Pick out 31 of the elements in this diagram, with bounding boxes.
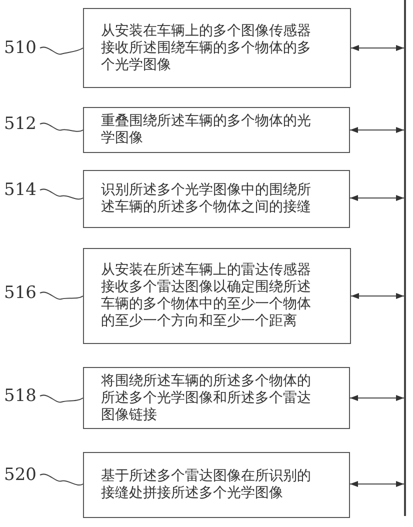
leader-line xyxy=(40,292,84,300)
leader-line xyxy=(40,46,84,55)
step-number: 516 xyxy=(4,283,38,303)
process-box xyxy=(83,107,350,153)
bus-line xyxy=(404,0,406,516)
double-arrow xyxy=(350,395,404,401)
double-arrow xyxy=(350,195,404,201)
leader-line xyxy=(40,122,84,132)
leader-line xyxy=(40,188,84,200)
process-box xyxy=(83,248,351,344)
leader-line xyxy=(40,394,84,403)
double-arrow xyxy=(350,45,404,51)
step-number: 512 xyxy=(4,114,38,134)
step-number: 518 xyxy=(4,386,38,406)
step-number: 514 xyxy=(4,180,38,200)
step-text: 将围绕所述车辆的所述多个物体的所述多个光学图像和所述多个雷达图像链接 xyxy=(101,372,312,424)
step-text: 识别所述多个光学图像中的围绕所述车辆的所述多个物体之间的接缝 xyxy=(101,182,312,216)
double-arrow xyxy=(350,293,404,299)
double-arrow xyxy=(350,481,404,487)
step-number: 510 xyxy=(4,38,38,58)
step-text: 基于所述多个雷达图像在所识别的接缝处拼接所述多个光学图像 xyxy=(101,468,312,502)
double-arrow xyxy=(350,127,404,133)
step-text: 从安装在车辆上的多个图像传感器接收所述围绕车辆的多个物体的多个光学图像 xyxy=(101,22,312,74)
process-box xyxy=(83,452,350,518)
process-box xyxy=(83,367,350,429)
process-box xyxy=(83,8,351,88)
leader-line xyxy=(40,474,84,486)
step-number: 520 xyxy=(4,465,38,485)
process-box xyxy=(83,170,350,228)
step-text: 重叠围绕所述车辆的多个物体的光学图像 xyxy=(101,113,312,147)
step-text: 从安装在所述车辆上的雷达传感器接收多个雷达图像以确定围绕所述车辆的多个物体中的至少一个物体的至少一个方向和至少一个距离 xyxy=(101,262,312,330)
